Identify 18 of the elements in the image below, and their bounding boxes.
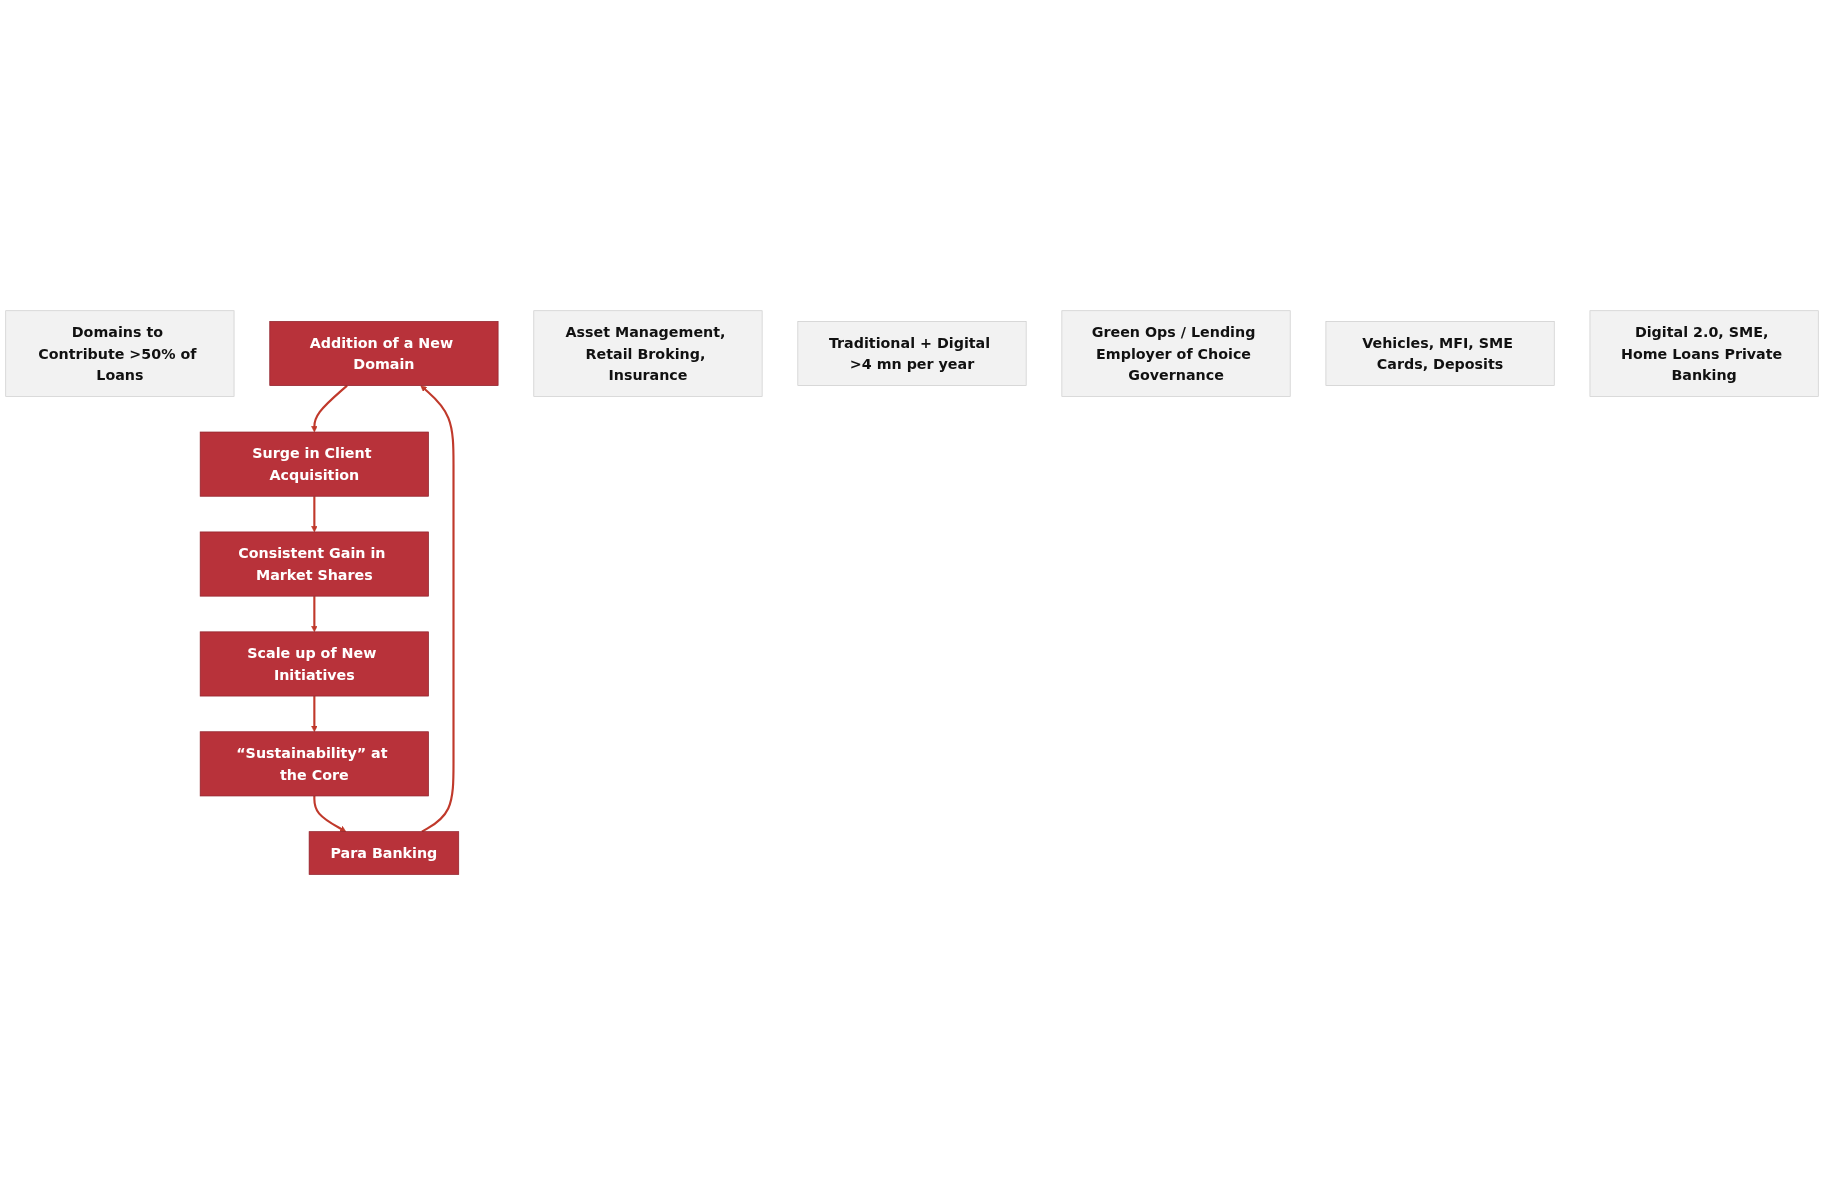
node-box: Digital 2.0, SME, Home Loans Private Banking: [1589, 310, 1819, 397]
node-box: Scale up of New Initiatives: [199, 631, 429, 697]
node-box: “Sustainability” at the Core: [199, 731, 429, 797]
node-box: Addition of a New Domain: [269, 320, 499, 386]
arrow: [311, 596, 318, 633]
arrow: [311, 496, 318, 533]
node-box: Green Ops / Lending Employer of Choice Governance: [1061, 310, 1291, 397]
node-box: Asset Management, Retail Broking, Insurance: [533, 310, 763, 397]
arrow: [311, 384, 348, 433]
node-box: Para Banking: [308, 831, 460, 875]
node-box: Traditional + Digital >4 mn per year: [797, 320, 1027, 386]
arrow: [313, 795, 347, 832]
arrow: [420, 385, 455, 833]
node-box: Surge in Client Acquisition: [199, 431, 429, 497]
node-box: Vehicles, MFI, SME Cards, Deposits: [1325, 320, 1555, 386]
arrow: [311, 695, 318, 732]
node-box: Domains to Contribute >50% of Loans: [5, 310, 235, 397]
node-box: Consistent Gain in Market Shares: [199, 531, 429, 597]
